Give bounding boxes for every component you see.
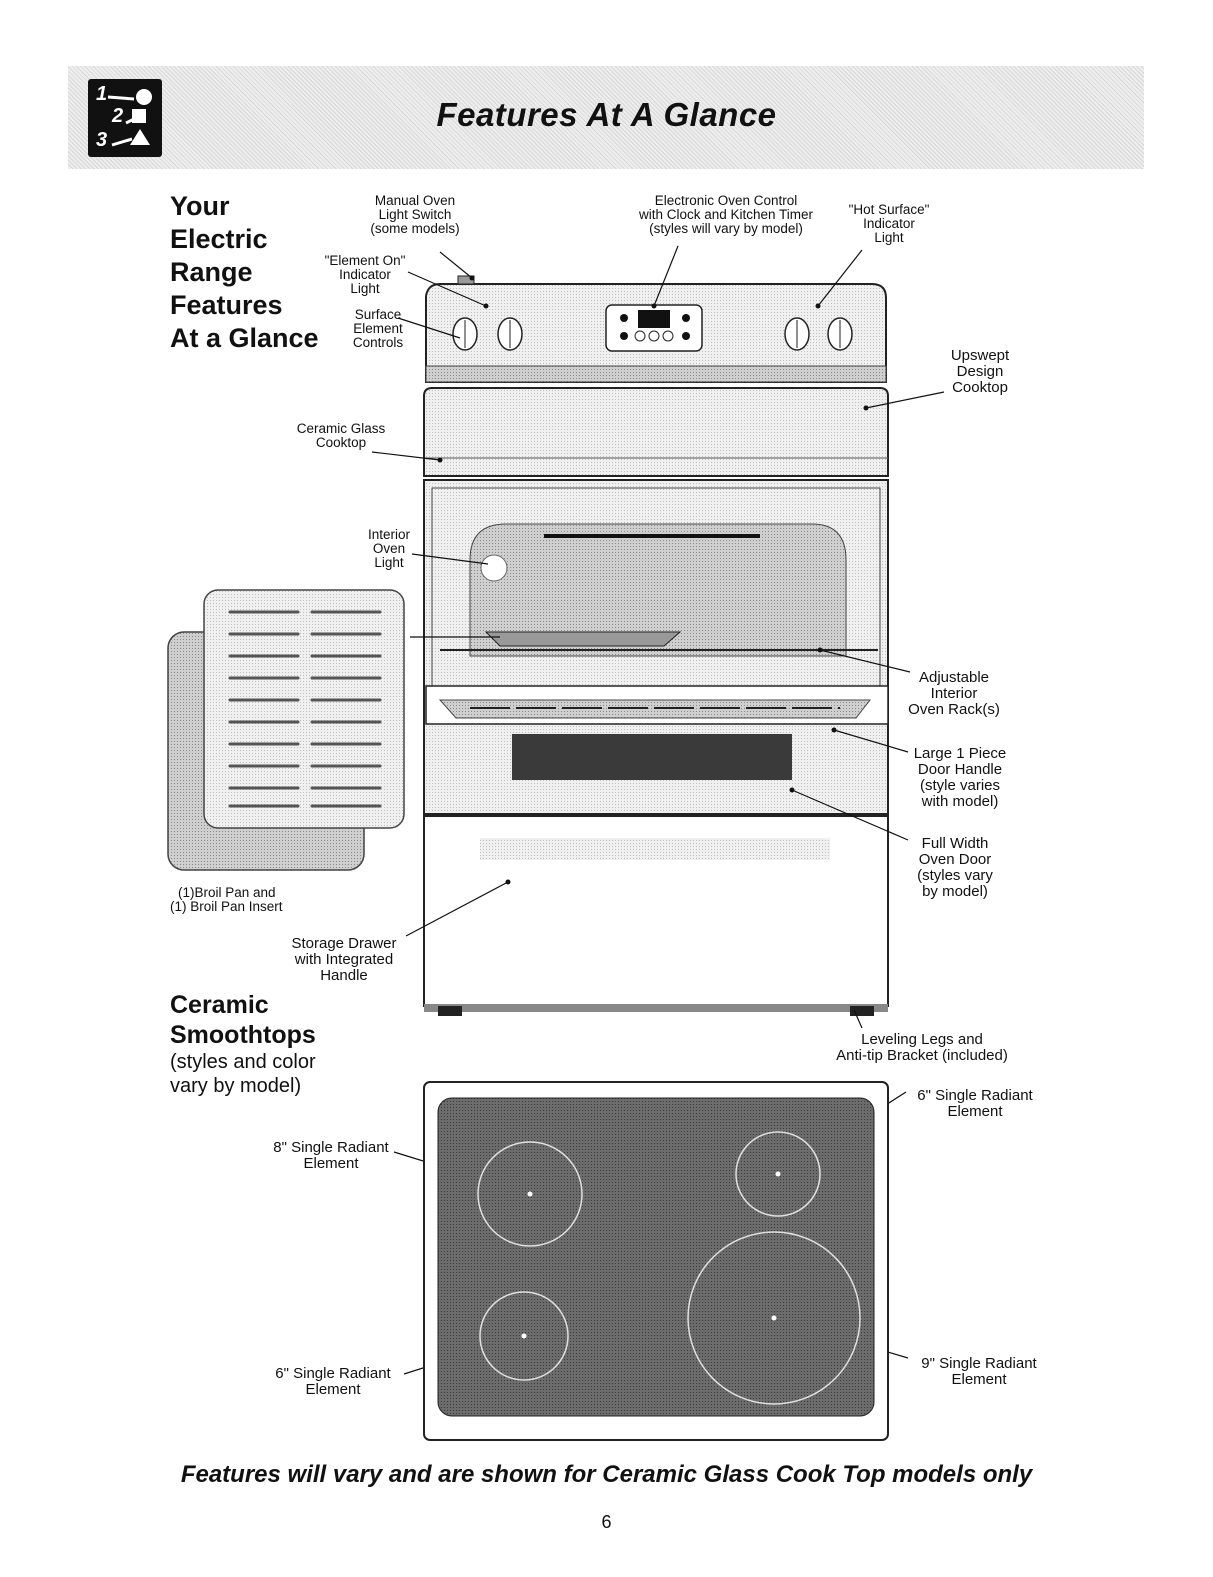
callout-line: Element [951, 1371, 1007, 1388]
callout-line: Surface [354, 307, 402, 322]
callout-line: Electronic Oven Control [654, 193, 798, 208]
callout-line: (1) Broil Pan Insert [170, 899, 283, 914]
oven-body [423, 479, 889, 815]
control-panel [425, 275, 887, 383]
callout-line: Handle [320, 967, 368, 984]
callout-line: Light [874, 230, 904, 245]
callout-line: Light [374, 555, 404, 570]
leveling-legs-callout: Leveling Legs and Anti-tip Bracket (incl… [812, 1032, 1032, 1064]
callout-line: Element [303, 1155, 359, 1172]
oven-door-callout: Full Width Oven Door (styles vary by mod… [900, 836, 1010, 900]
element-8in-callout: 8" Single Radiant Element [256, 1140, 406, 1172]
surface-controls-callout: Surface Element Controls [340, 308, 416, 350]
electronic-control-callout: Electronic Oven Control with Clock and K… [616, 194, 836, 236]
callout-line: Manual Oven [374, 193, 456, 208]
callout-line: with Clock and Kitchen Timer [638, 207, 814, 222]
badge-step-2: 2 [112, 105, 124, 127]
callout-line: (some models) [370, 221, 460, 236]
callout-line: (1)Broil Pan and [178, 885, 276, 900]
smoothtops-subtitle: (styles and color vary by model) [170, 1050, 316, 1098]
title-line: Electric [170, 224, 268, 254]
page-number: 6 [601, 1512, 612, 1532]
smoothtops-section-title: Ceramic Smoothtops [170, 990, 316, 1050]
callout-line: Design [956, 363, 1004, 380]
callout-line: 6" Single Radiant [275, 1365, 391, 1382]
page-title: Features At A Glance [436, 96, 777, 133]
callout-line: Upswept [950, 347, 1010, 364]
ceramic-glass-callout: Ceramic Glass Cooktop [286, 422, 396, 450]
header-band [68, 66, 1144, 169]
element-6in-bottom-callout: 6" Single Radiant Element [258, 1366, 408, 1398]
broil-pan-illustration [167, 589, 405, 871]
broil-pan-callout: (1)Broil Pan and (1) Broil Pan Insert [170, 886, 340, 914]
callout-line: (styles will vary by model) [649, 221, 803, 236]
callout-line: Leveling Legs and [861, 1031, 983, 1048]
callout-line: with Integrated [294, 951, 394, 968]
range-section-title: Your Electric Range Features At a Glance [170, 190, 319, 355]
callout-line: Storage Drawer [291, 935, 397, 952]
title-line: Smoothtops [170, 1021, 316, 1049]
storage-drawer-callout: Storage Drawer with Integrated Handle [276, 936, 412, 984]
title-line: Range [170, 257, 253, 287]
title-line: Features [170, 290, 283, 320]
callout-line: with model) [921, 793, 999, 810]
callout-line: 6" Single Radiant [917, 1087, 1033, 1104]
callout-line: Element [947, 1103, 1003, 1120]
electronic-control [605, 304, 703, 352]
element-6in-top-callout: 6" Single Radiant Element [900, 1088, 1050, 1120]
callout-line: (styles vary [917, 867, 993, 884]
callout-line: Oven Door [918, 851, 992, 868]
element-on-callout: "Element On" Indicator Light [312, 254, 418, 296]
callout-line: Oven [372, 541, 406, 556]
callout-line: Light [350, 281, 380, 296]
callout-line: "Element On" [324, 253, 406, 268]
smoothtop-illustration [423, 1081, 889, 1441]
badge-step-3: 3 [96, 129, 108, 151]
title-line: Your [170, 191, 230, 221]
callout-line: 8" Single Radiant [273, 1139, 389, 1156]
subtitle-line: vary by model) [170, 1075, 302, 1097]
callout-line: Interior [367, 527, 411, 542]
title-line: Ceramic [170, 991, 269, 1019]
callout-line: Indicator [339, 267, 391, 282]
title-line: At a Glance [170, 323, 319, 353]
callout-line: Light Switch [378, 207, 452, 222]
callout-line: Cooktop [315, 435, 367, 450]
footer-note: Features will vary and are shown for Cer… [180, 1461, 1033, 1488]
callout-line: Adjustable [918, 669, 990, 686]
manual-oven-light-callout: Manual Oven Light Switch (some models) [348, 194, 482, 236]
upswept-callout: Upswept Design Cooktop [932, 348, 1028, 396]
storage-drawer [423, 815, 889, 1016]
callout-line: Element [353, 321, 403, 336]
callout-line: "Hot Surface" [848, 202, 930, 217]
interior-light-callout: Interior Oven Light [356, 528, 422, 570]
callout-line: Indicator [863, 216, 915, 231]
cooktop-profile [423, 387, 889, 477]
callout-line: Controls [352, 335, 404, 350]
callout-line: Full Width [921, 835, 989, 852]
element-9in-callout: 9" Single Radiant Element [904, 1356, 1054, 1388]
oven-racks-callout: Adjustable Interior Oven Rack(s) [894, 670, 1014, 718]
callout-line: 9" Single Radiant [921, 1355, 1037, 1372]
callout-line: Element [305, 1381, 361, 1398]
callout-line: Door Handle [917, 761, 1003, 778]
callout-line: Large 1 Piece [913, 745, 1007, 762]
badge-step-1: 1 [96, 83, 108, 105]
callout-line: Ceramic Glass [296, 421, 386, 436]
hot-surface-callout: "Hot Surface" Indicator Light [834, 203, 944, 245]
callout-line: Interior [930, 685, 978, 702]
callout-line: (style varies [919, 777, 1001, 794]
callout-line: Oven Rack(s) [908, 701, 1000, 718]
callout-line: Cooktop [952, 379, 1008, 396]
steps-badge-icon: 1 2 3 [88, 79, 162, 157]
surface-knobs [452, 317, 853, 351]
door-handle-callout: Large 1 Piece Door Handle (style varies … [900, 746, 1020, 810]
subtitle-line: (styles and color [170, 1051, 316, 1073]
callout-line: Anti-tip Bracket (included) [836, 1047, 1008, 1064]
callout-line: by model) [922, 883, 988, 900]
